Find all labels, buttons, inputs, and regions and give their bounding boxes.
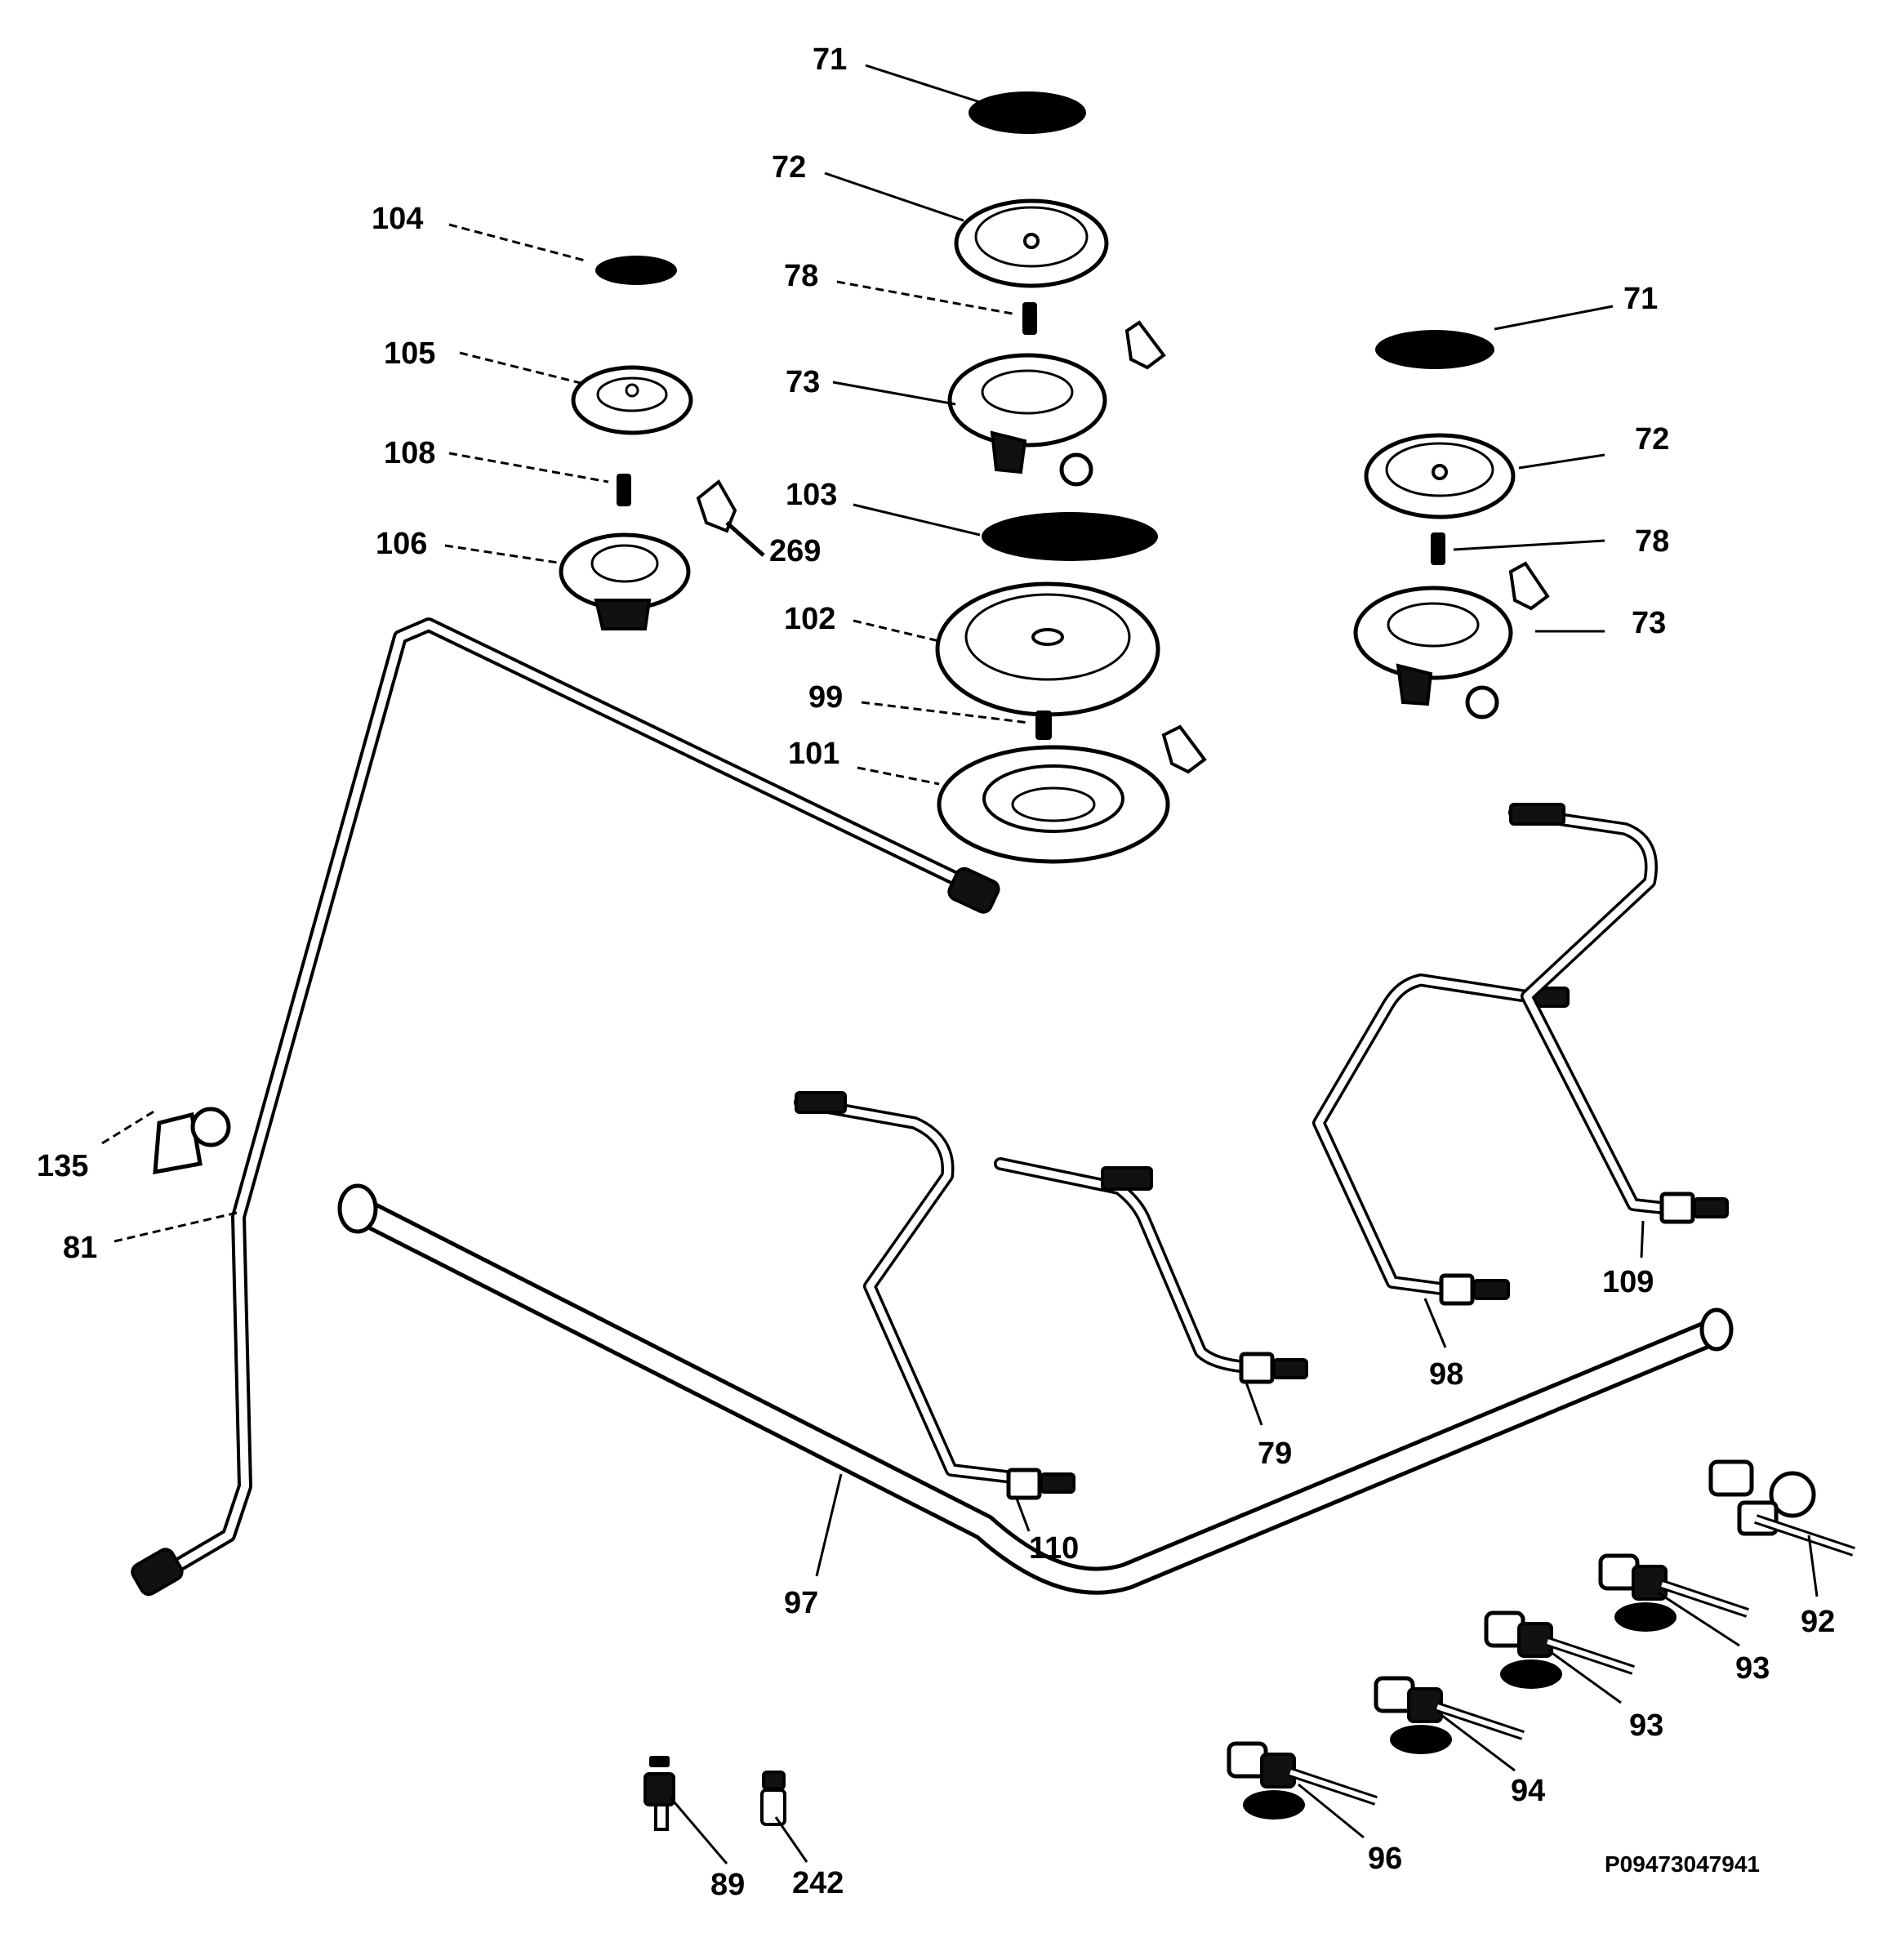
ignition-electrode-top <box>1124 320 1166 370</box>
burner-crown-105 <box>571 365 693 435</box>
label-106: 106 <box>376 527 427 561</box>
gas-tap-94 <box>1374 1676 1525 1754</box>
pipe-98 <box>1312 973 1570 1306</box>
label-93-lower: 93 <box>1629 1708 1663 1743</box>
label-72-top: 72 <box>772 150 806 185</box>
burner-cap-71-right <box>1375 330 1494 369</box>
ignition-electrode-center <box>1161 724 1207 774</box>
leader-lines <box>101 64 1819 1864</box>
gas-tap-96 <box>1227 1741 1378 1820</box>
label-92: 92 <box>1801 1605 1835 1639</box>
reference-code: P09473047941 <box>1605 1851 1760 1877</box>
label-96: 96 <box>1368 1842 1402 1876</box>
label-103: 103 <box>786 478 837 512</box>
label-104: 104 <box>372 202 423 236</box>
burner-crown-72-top <box>954 198 1109 288</box>
label-98: 98 <box>1429 1357 1463 1392</box>
label-97: 97 <box>784 1586 818 1620</box>
ignition-electrode-269 <box>696 479 765 557</box>
label-89: 89 <box>710 1868 745 1902</box>
pipe-109 <box>1508 803 1729 1224</box>
pipe-79 <box>994 1157 1308 1384</box>
label-109: 109 <box>1602 1265 1654 1299</box>
label-269: 269 <box>769 534 821 568</box>
pipe-110 <box>794 1091 1075 1500</box>
screw-242 <box>760 1771 786 1826</box>
burner-crown-72-right <box>1364 433 1516 519</box>
label-71-right: 71 <box>1623 282 1658 316</box>
pipe-97 <box>337 1183 1734 1595</box>
label-78-right: 78 <box>1635 524 1669 559</box>
label-135: 135 <box>37 1149 88 1183</box>
burner-body-101 <box>937 745 1170 864</box>
label-101: 101 <box>788 737 839 771</box>
gas-tap-92 <box>1708 1459 1855 1557</box>
label-108: 108 <box>384 436 435 470</box>
burner-body-73-right <box>1353 586 1513 719</box>
label-79: 79 <box>1258 1437 1292 1471</box>
burner-body-73-top <box>947 353 1107 487</box>
burner-cap-103 <box>982 512 1158 561</box>
connector-135 <box>153 1107 231 1175</box>
injector-78-top <box>1022 302 1037 335</box>
injector-78-right <box>1431 532 1445 565</box>
screw-89 <box>643 1756 675 1831</box>
gas-tap-93-lower <box>1484 1610 1635 1689</box>
label-93-upper: 93 <box>1735 1651 1770 1686</box>
gas-tap-93-upper <box>1598 1553 1749 1632</box>
burner-cap-71-top <box>969 91 1086 134</box>
label-105: 105 <box>384 336 435 371</box>
label-81: 81 <box>63 1231 97 1265</box>
label-71-top: 71 <box>813 42 847 77</box>
label-94: 94 <box>1511 1774 1545 1808</box>
injector-108 <box>617 474 631 506</box>
label-73-top: 73 <box>786 365 820 399</box>
burner-cap-104 <box>595 256 677 285</box>
label-99: 99 <box>808 680 843 715</box>
pipe-81 <box>131 617 1000 1597</box>
label-102: 102 <box>784 602 835 636</box>
label-73-right: 73 <box>1632 606 1666 640</box>
label-72-right: 72 <box>1635 422 1669 457</box>
injector-99 <box>1035 710 1052 740</box>
part-labels: 71 72 104 78 105 73 108 103 106 269 102 … <box>37 42 1835 1902</box>
burner-crown-102 <box>935 581 1160 717</box>
label-242: 242 <box>792 1866 844 1900</box>
label-110: 110 <box>1029 1531 1079 1566</box>
label-78-top: 78 <box>784 259 818 293</box>
ignition-electrode-right <box>1508 561 1550 611</box>
burner-body-106 <box>559 532 691 630</box>
